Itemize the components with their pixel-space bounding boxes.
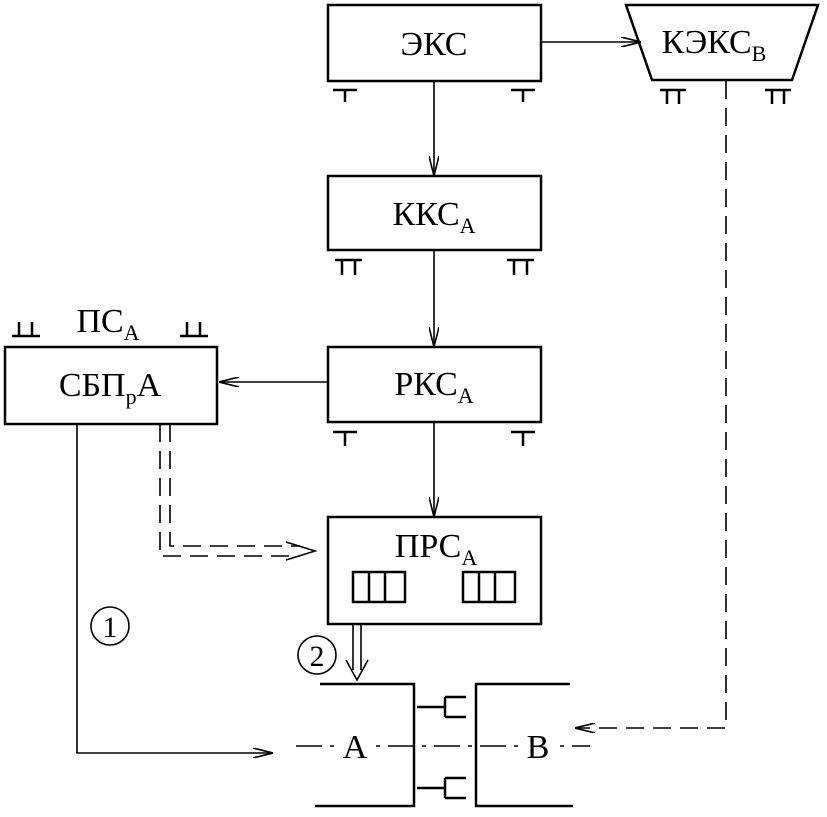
- rks-label: РКС: [394, 366, 457, 403]
- prs-register-right-icon: [461, 570, 517, 604]
- boundary-interface: А В: [296, 682, 590, 808]
- sbp-subscript: р: [126, 384, 137, 409]
- eks-ground-right-icon: [511, 88, 535, 102]
- ps-subscript: А: [124, 320, 140, 345]
- keks-label: КЭКС: [662, 24, 752, 61]
- marker-1-label: 1: [103, 611, 118, 644]
- svg-text:ЭКС: ЭКС: [401, 26, 468, 63]
- keks-subscript: В: [752, 41, 767, 66]
- sbp-block: СБПрА ПСА: [3, 303, 219, 426]
- prs-register-left-icon: [351, 570, 407, 604]
- kks-ground-right-icon: [507, 258, 534, 275]
- kks-subscript: А: [460, 213, 476, 238]
- rks-block: РКСА: [326, 345, 543, 446]
- sbp-to-a-line: [76, 424, 272, 753]
- svg-text:КЭКСВ: КЭКСВ: [662, 24, 767, 66]
- sbp-ground-right-icon: [180, 322, 208, 338]
- keks-ground-right-icon: [765, 88, 791, 104]
- kks-label: ККС: [392, 196, 459, 233]
- kks-block: ККСА: [326, 174, 543, 275]
- sbp-label: СБП: [59, 367, 126, 404]
- sbp-ground-left-icon: [12, 322, 40, 338]
- marker-1: 1: [90, 606, 130, 646]
- svg-text:ПРСА: ПРСА: [395, 528, 478, 570]
- keks-block: КЭКСВ: [624, 3, 820, 104]
- connector-bottom-icon: [417, 776, 466, 800]
- rks-ground-left-icon: [333, 430, 357, 446]
- eks-ground-left-icon: [333, 88, 357, 102]
- svg-text:СБПрА: СБПрА: [59, 367, 162, 409]
- connector-top-icon: [417, 695, 466, 719]
- kks-ground-left-icon: [335, 258, 362, 275]
- rks-ground-right-icon: [511, 430, 535, 446]
- eks-block: ЭКС: [326, 3, 543, 102]
- keks-to-b-dashed-arrow: [576, 81, 727, 728]
- prs-to-boundary-double-arrow: [345, 625, 369, 682]
- side-a-label: А: [343, 729, 368, 766]
- side-b-label: В: [527, 729, 550, 766]
- svg-text:РКСА: РКСА: [394, 366, 473, 408]
- marker-2: 2: [297, 635, 337, 675]
- keks-ground-left-icon: [660, 88, 686, 104]
- svg-text:ПСА: ПСА: [76, 303, 139, 345]
- marker-2-label: 2: [310, 640, 325, 673]
- sbp-to-prs-double-dashed-arrow: [159, 424, 318, 561]
- prs-subscript: А: [461, 545, 477, 570]
- svg-text:ККСА: ККСА: [392, 196, 475, 238]
- eks-label: ЭКС: [401, 26, 468, 63]
- sbp-tail: А: [137, 367, 162, 404]
- prs-label: ПРС: [395, 528, 462, 565]
- ps-label: ПС: [76, 303, 123, 340]
- rks-subscript: А: [458, 383, 474, 408]
- prs-block: ПРСА: [326, 515, 543, 626]
